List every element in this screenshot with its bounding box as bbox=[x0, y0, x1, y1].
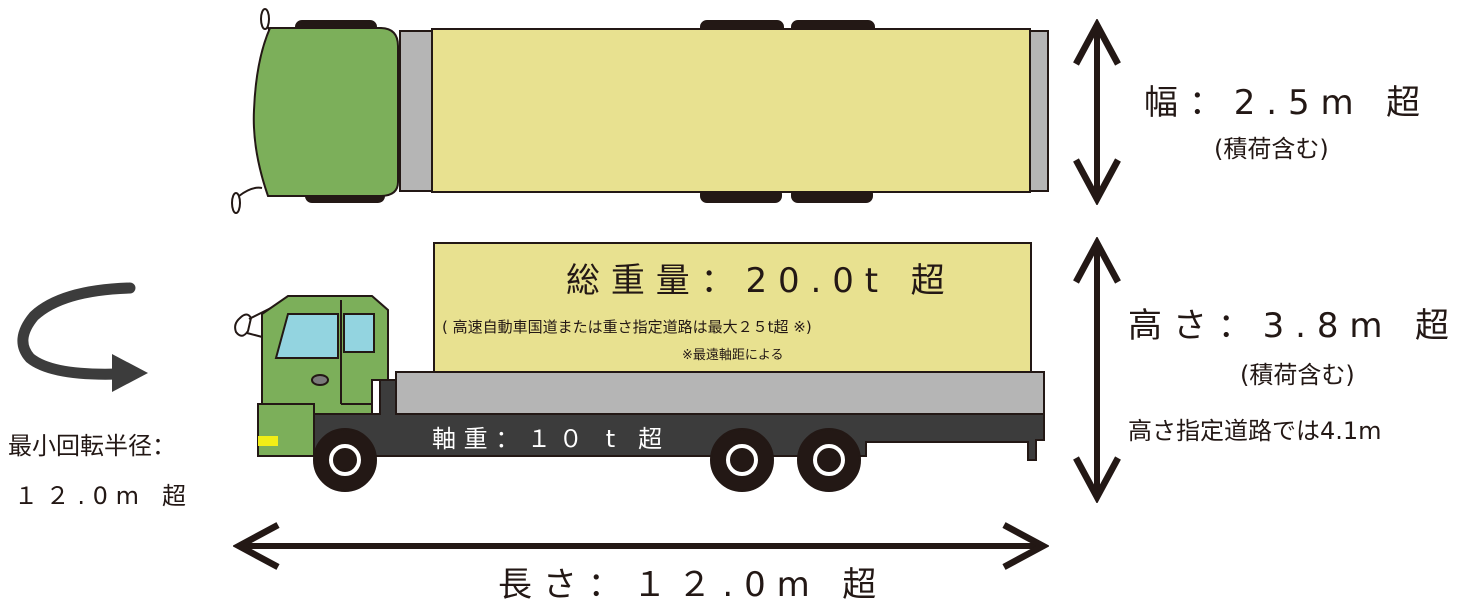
height-special-label: 高さ指定道路では4.1m bbox=[1128, 417, 1382, 445]
wheel-side-rear-2 bbox=[797, 428, 861, 492]
total-weight-note: ( 高速自動車国道または重さ指定道路は最大２５t超 ※) bbox=[442, 318, 812, 336]
mirror-top-left bbox=[260, 8, 270, 30]
door-window-side bbox=[343, 313, 375, 353]
width-label: 幅：2.5m 超 bbox=[1144, 83, 1432, 123]
truck-top-view bbox=[231, 8, 1049, 214]
windshield-side bbox=[274, 313, 339, 359]
mirror-side bbox=[234, 313, 253, 337]
wheel-side-front bbox=[313, 428, 377, 492]
side-marker-light bbox=[258, 436, 278, 446]
axle-load-label: 軸重：１０ t 超 bbox=[432, 425, 670, 453]
turning-radius-label: 最小回転半径： bbox=[8, 432, 176, 460]
bed-side bbox=[395, 371, 1045, 415]
total-weight-footnote: ※最遠軸距による bbox=[682, 348, 784, 363]
length-label: 長さ：１２.0m 超 bbox=[498, 565, 888, 605]
cargo-side bbox=[433, 242, 1032, 374]
cargo-top bbox=[431, 28, 1031, 193]
total-weight-label: 総重量：20.0t 超 bbox=[566, 261, 956, 301]
turn-arrow-icon bbox=[17, 282, 148, 392]
turning-radius-value: １２.0m 超 bbox=[14, 482, 194, 510]
wheel-side-rear-1 bbox=[710, 428, 774, 492]
width-note: (積荷含む) bbox=[1214, 135, 1329, 163]
height-label: 高さ：3.8m 超 bbox=[1128, 306, 1460, 346]
mirror-top-right bbox=[231, 192, 241, 214]
truck-side-view bbox=[234, 242, 1045, 492]
height-note: (積荷含む) bbox=[1240, 361, 1355, 389]
cab-lower-side bbox=[257, 403, 315, 457]
door-handle-side bbox=[311, 374, 329, 386]
cab-top bbox=[252, 27, 399, 197]
